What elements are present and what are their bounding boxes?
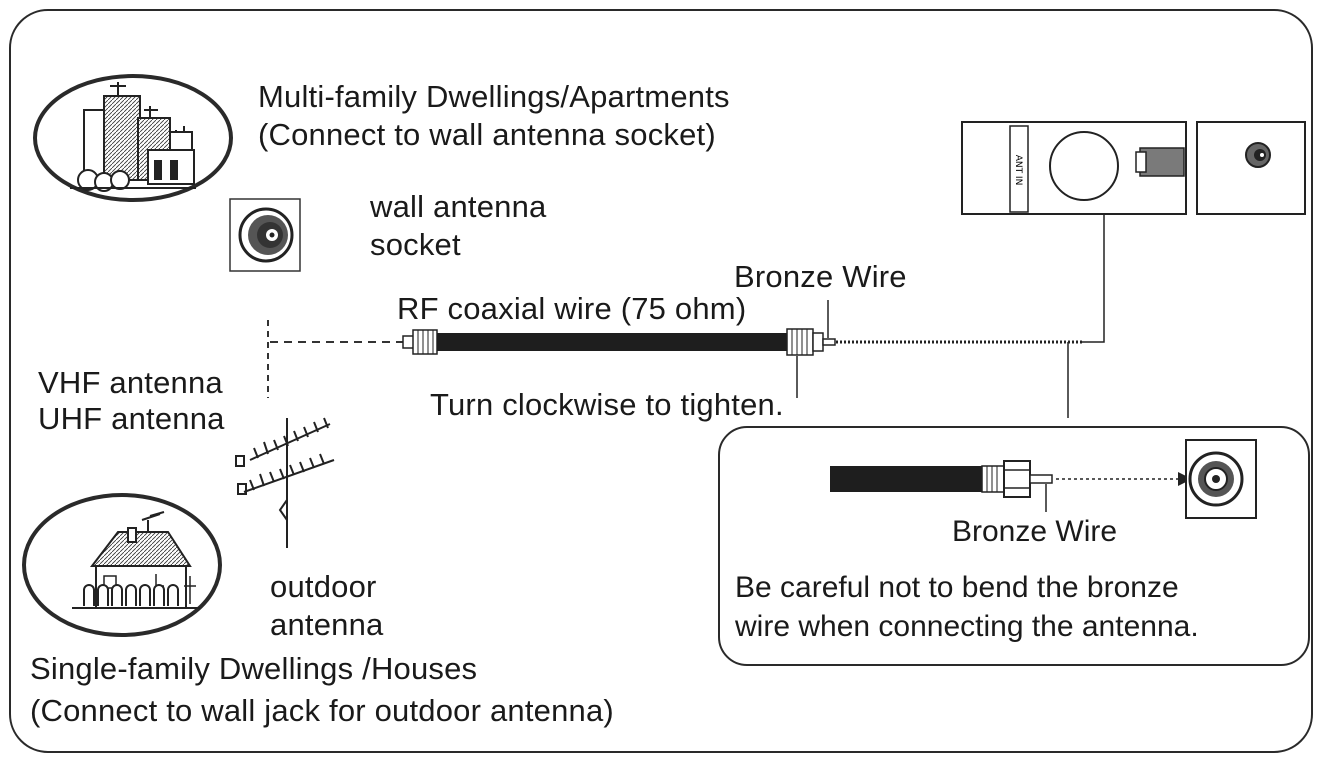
ant-in-label-group: ANT IN bbox=[1013, 155, 1023, 186]
outer-frame bbox=[9, 9, 1313, 753]
rf-coaxial-cable-icon bbox=[402, 328, 836, 356]
single-family-title: Single-family Dwellings /Houses bbox=[30, 651, 478, 686]
uhf-antenna-label: UHF antenna bbox=[38, 401, 225, 436]
turn-clockwise-label: Turn clockwise to tighten. bbox=[430, 387, 784, 422]
wall-socket-label-line2: socket bbox=[370, 227, 461, 262]
detail-warning-line2: wire when connecting the antenna. bbox=[735, 610, 1199, 643]
rf-coaxial-label: RF coaxial wire (75 ohm) bbox=[397, 291, 747, 326]
ant-in-label: ANT IN bbox=[1013, 155, 1023, 186]
multi-family-subtitle: (Connect to wall antenna socket) bbox=[258, 117, 716, 152]
tv-antenna-jack-icon bbox=[1196, 121, 1306, 215]
wall-socket-label-line1: wall antenna bbox=[370, 189, 547, 224]
wall-antenna-socket-icon bbox=[229, 198, 301, 272]
apartment-building-icon bbox=[33, 74, 233, 202]
detail-connector-icon bbox=[830, 460, 1053, 498]
multi-family-title: Multi-family Dwellings/Apartments bbox=[258, 79, 730, 114]
tv-back-panel-icon bbox=[961, 121, 1187, 215]
house-icon bbox=[22, 493, 222, 637]
outdoor-antenna-icon bbox=[235, 417, 335, 548]
detail-warning-line1: Be careful not to bend the bronze bbox=[735, 571, 1179, 604]
single-family-subtitle: (Connect to wall jack for outdoor antenn… bbox=[30, 693, 614, 728]
detail-bronze-wire-label: Bronze Wire bbox=[952, 515, 1118, 548]
detail-wall-socket-icon bbox=[1185, 439, 1257, 519]
outdoor-antenna-label-line2: antenna bbox=[270, 607, 384, 642]
vhf-antenna-label: VHF antenna bbox=[38, 365, 223, 400]
outdoor-antenna-label-line1: outdoor bbox=[270, 569, 377, 604]
tv-link-line bbox=[1082, 160, 1105, 343]
bronze-wire-label: Bronze Wire bbox=[734, 259, 907, 294]
